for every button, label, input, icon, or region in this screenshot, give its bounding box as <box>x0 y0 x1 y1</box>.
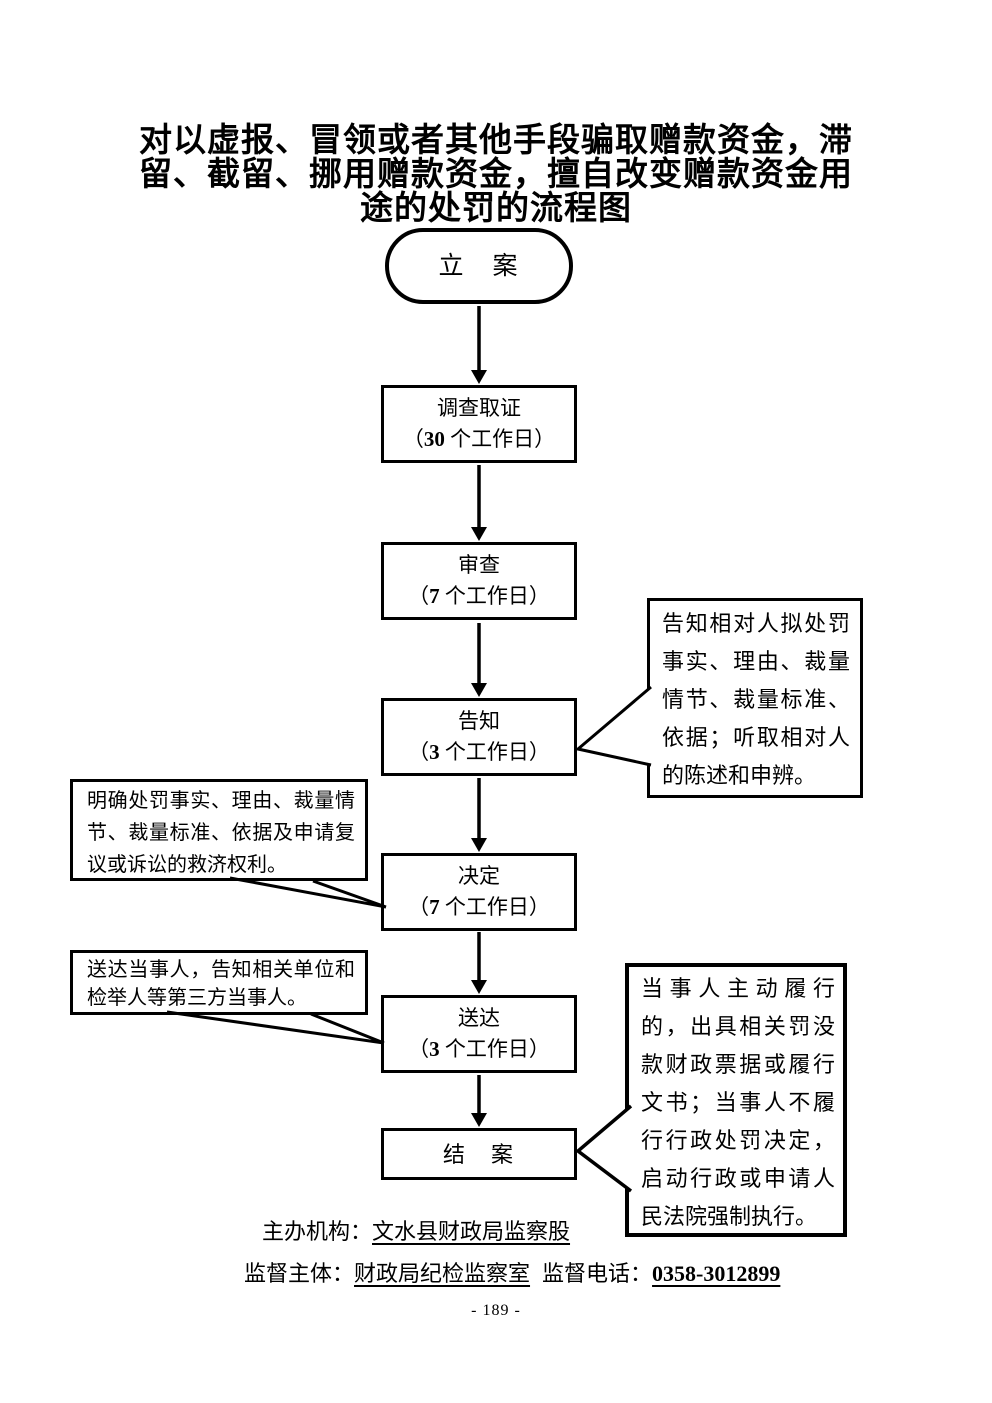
flow-node-start-label: 立 案 <box>438 252 520 280</box>
duration-unit: 个工作日） <box>439 740 550 764</box>
annotation-close-text: 当事人主动履行的，出具相关罚没款财政票据或履行文书；当事人不履行行政处罚决定，启… <box>641 976 835 1229</box>
duration-unit: 个工作日） <box>444 427 556 451</box>
phone-label: 监督电话： <box>542 1261 653 1286</box>
flow-node-close: 结 案 <box>381 1128 577 1180</box>
title-line-2: 留、截留、挪用赠款资金，擅自改变赠款资金用 <box>139 157 853 193</box>
flow-node-notify-duration: （3 个工作日） <box>408 737 550 768</box>
flow-node-investigate: 调查取证 （30 个工作日） <box>381 385 577 463</box>
footer-organizer: 主办机构：文水县财政局监察股 <box>262 1214 570 1246</box>
flow-node-investigate-duration: （30 个工作日） <box>403 424 555 455</box>
page-number: - 189 - <box>471 1302 521 1319</box>
arrow-head <box>471 838 487 852</box>
annotation-delivery-text: 送达当事人，告知相关单位和检举人等第三方当事人。 <box>87 959 355 1009</box>
flow-node-review: 审查 （7 个工作日） <box>381 542 577 620</box>
duration-unit: 个工作日） <box>439 1037 550 1061</box>
title-line-1: 对以虚报、冒领或者其他手段骗取赠款资金，滞 <box>139 123 853 159</box>
duration-open-paren: （ <box>408 740 430 764</box>
callout-pointer-notify <box>574 685 652 767</box>
title-line-3: 途的处罚的流程图 <box>360 191 632 227</box>
flow-node-review-name: 审查 <box>458 553 500 577</box>
flow-node-close-label: 结 案 <box>442 1141 515 1167</box>
supervisor-label: 监督主体： <box>244 1261 355 1286</box>
callout-pointer-delivery <box>166 1010 385 1045</box>
arrow-head <box>471 980 487 994</box>
duration-number: 7 <box>429 895 440 919</box>
flow-node-decision-name: 决定 <box>458 864 500 888</box>
flow-node-delivery-name: 送达 <box>458 1006 500 1030</box>
arrow-head <box>471 527 487 541</box>
duration-number: 3 <box>429 740 440 764</box>
annotation-decision: 明确处罚事实、理由、裁量情节、裁量标准、依据及申请复议或诉讼的救济权利。 <box>70 779 368 881</box>
organizer-label: 主办机构： <box>262 1219 373 1244</box>
duration-number: 3 <box>429 1037 440 1061</box>
flow-node-decision-duration: （7 个工作日） <box>408 892 550 923</box>
duration-unit: 个工作日） <box>439 895 550 919</box>
flow-node-start: 立 案 <box>385 228 573 304</box>
callout-pointer-close <box>575 1104 633 1193</box>
duration-open-paren: （ <box>408 584 430 608</box>
annotation-notify-text: 告知相对人拟处罚事实、理由、裁量情节、裁量标准、依据；听取相对人的陈述和申辨。 <box>662 611 850 788</box>
supervisor-value: 财政局纪检监察室 <box>354 1261 531 1286</box>
flow-node-delivery-duration: （3 个工作日） <box>408 1034 550 1065</box>
flow-node-notify-name: 告知 <box>458 709 500 733</box>
phone-value: 0358-3012899 <box>652 1261 781 1286</box>
duration-open-paren: （ <box>408 1037 430 1061</box>
duration-open-paren: （ <box>402 427 424 451</box>
duration-number: 30 <box>423 427 445 451</box>
arrow-head <box>471 370 487 384</box>
callout-pointer-decision <box>229 876 387 909</box>
annotation-delivery: 送达当事人，告知相关单位和检举人等第三方当事人。 <box>70 950 368 1015</box>
organizer-value: 文水县财政局监察股 <box>372 1219 571 1244</box>
duration-open-paren: （ <box>408 895 430 919</box>
flow-node-investigate-name: 调查取证 <box>437 396 521 420</box>
flow-node-notify: 告知 （3 个工作日） <box>381 698 577 776</box>
page-title: 对以虚报、冒领或者其他手段骗取赠款资金，滞 留、截留、挪用赠款资金，擅自改变赠款… <box>0 124 992 226</box>
annotation-decision-text: 明确处罚事实、理由、裁量情节、裁量标准、依据及申请复议或诉讼的救济权利。 <box>87 790 355 876</box>
flow-node-decision: 决定 （7 个工作日） <box>381 853 577 931</box>
flow-node-delivery: 送达 （3 个工作日） <box>381 995 577 1073</box>
duration-number: 7 <box>429 584 440 608</box>
arrow-head <box>471 1113 487 1127</box>
arrow-head <box>471 683 487 697</box>
footer-supervisor: 监督主体：财政局纪检监察室监督电话：0358-3012899 <box>244 1256 780 1288</box>
annotation-close: 当事人主动履行的，出具相关罚没款财政票据或履行文书；当事人不履行行政处罚决定，启… <box>625 963 847 1237</box>
flow-node-review-duration: （7 个工作日） <box>408 581 550 612</box>
duration-unit: 个工作日） <box>439 584 550 608</box>
annotation-notify: 告知相对人拟处罚事实、理由、裁量情节、裁量标准、依据；听取相对人的陈述和申辨。 <box>647 598 863 798</box>
